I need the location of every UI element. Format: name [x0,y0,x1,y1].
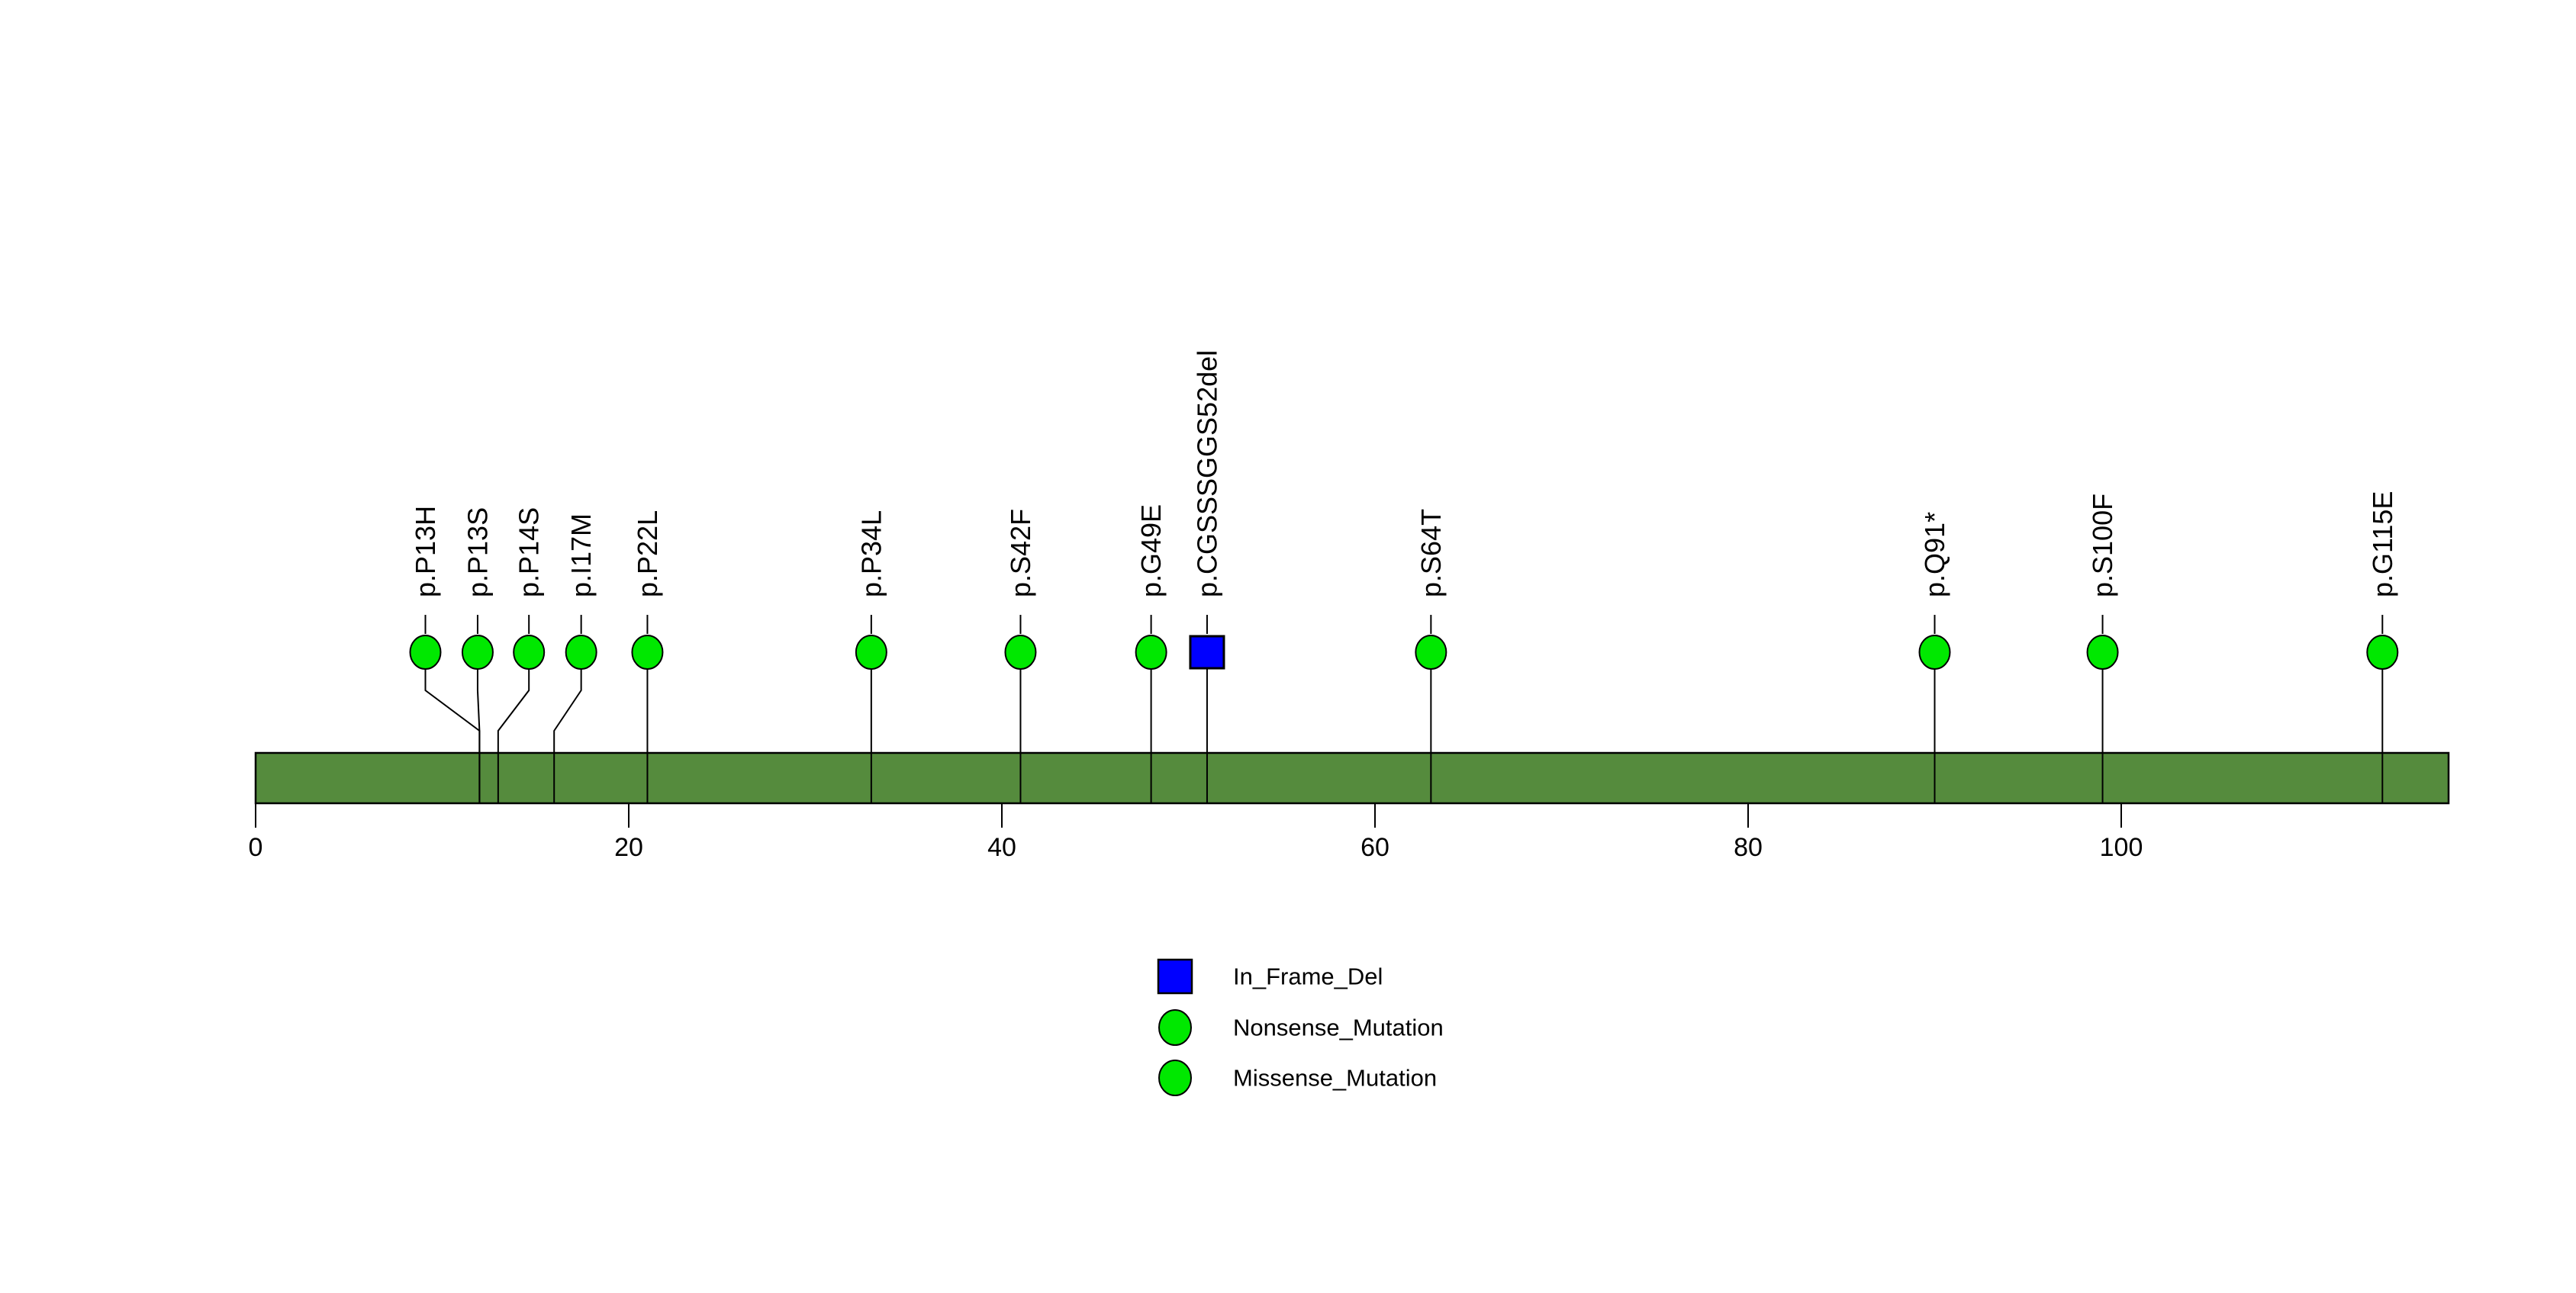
mutation-marker-circle [565,635,597,670]
lollipop-stem [476,669,481,803]
legend-marker-circle [1158,1009,1192,1046]
legend-label: In_Frame_Del [1233,963,1383,990]
mutation-marker-square [1189,635,1225,670]
mutation-label: p.S64T [1415,509,1447,597]
mutation-marker-circle [513,635,546,670]
protein-bar [254,751,2450,805]
mutation-marker-circle [2086,635,2119,670]
mutation-label: p.G49E [1135,504,1167,597]
mutation-label: p.CGSSSGGS52del [1191,350,1222,597]
mutation-marker-circle [631,635,664,670]
mutation-label: p.S42F [1005,509,1036,597]
mutation-label: p.P13H [410,506,441,597]
mutation-marker-circle [1415,635,1447,670]
legend-marker-circle [1158,1060,1192,1096]
axis-tick-label: 0 [249,833,263,862]
lollipop-stem [497,669,530,803]
mutation-label: p.P34L [855,510,887,597]
axis-tick-label: 80 [1734,833,1763,862]
mutation-marker-circle [409,635,442,670]
mutation-label: p.P22L [632,510,663,597]
mutation-marker-circle [855,635,887,670]
axis-tick-label: 20 [614,833,643,862]
mutation-marker-circle [1135,635,1167,670]
legend-label: Missense_Mutation [1233,1065,1437,1092]
mutation-label: p.S100F [2087,494,2118,597]
mutation-label: p.I17M [565,513,597,597]
lollipop-stem [553,669,582,803]
mutation-marker-circle [461,635,494,670]
legend-marker-square [1157,958,1193,995]
mutation-marker-circle [1004,635,1037,670]
mutation-marker-circle [2366,635,2399,670]
mutation-label: p.G115E [2367,491,2398,597]
axis-tick-label: 40 [987,833,1016,862]
mutation-label: p.P13S [462,507,493,597]
mutation-marker-circle [1918,635,1951,670]
axis-tick-label: 60 [1360,833,1389,862]
axis-tick-label: 100 [2100,833,2143,862]
mutation-label: p.P14S [514,507,545,597]
mutation-label: p.Q91* [1919,512,1950,597]
legend-label: Nonsense_Mutation [1233,1015,1444,1041]
